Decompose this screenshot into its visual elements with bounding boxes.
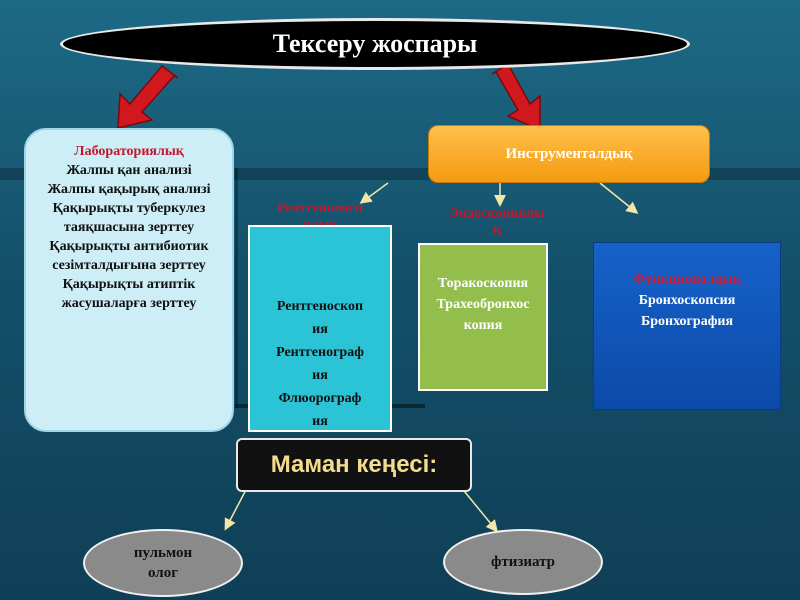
endoscopic-label: Эндоскопиялы қ xyxy=(422,206,572,238)
endoscopic-item: Трахеобронхос xyxy=(436,297,530,312)
roentgen-label-line1: Рентгенологи xyxy=(276,201,364,216)
phthisiatrician-label: фтизиатр xyxy=(490,554,556,570)
endoscopic-label-line1: Эндоскопиялы xyxy=(449,206,545,221)
instrumental-title: Инструменталдық xyxy=(505,145,633,162)
laboratory-item: Қақырықты туберкулез таяқшасына зерттеу xyxy=(52,201,206,235)
pulmonologist-oval: пульмон олог xyxy=(83,529,243,597)
consultation-title: Маман кеңесі: xyxy=(270,451,438,478)
laboratory-title: Лабораториялық xyxy=(74,144,184,159)
laboratory-item: Жалпы қақырық анализі xyxy=(47,182,211,197)
roentgen-item: Рентгенограф xyxy=(276,345,364,360)
roentgen-item: ия xyxy=(312,414,328,429)
roentgen-item: ия xyxy=(312,322,328,337)
background-stripe-vertical xyxy=(235,168,238,408)
functional-item: Бронхоскопсия xyxy=(638,293,736,308)
laboratory-item: Қақырықты антибиотик сезімталдығына зерт… xyxy=(49,239,209,273)
endoscopic-item: копия xyxy=(463,318,503,333)
consultation-box: Маман кеңесі: xyxy=(236,438,472,492)
roentgen-item: Флюорограф xyxy=(278,391,362,406)
plan-title: Тексеру жоспары xyxy=(272,29,478,58)
functional-item: Бронхография xyxy=(640,314,734,329)
endoscopic-item: Торакоскопия xyxy=(437,276,529,291)
laboratory-item: Қақырықты атиптік жасушаларға зерттеу xyxy=(61,277,197,311)
line-to-functional xyxy=(599,182,639,214)
laboratory-item: Жалпы қан анализі xyxy=(66,163,192,178)
roentgen-item: ия xyxy=(312,368,328,383)
line-to-roentgen xyxy=(359,182,389,204)
pulmonologist-line2: олог xyxy=(147,565,179,581)
endoscopic-label-line2: қ xyxy=(492,222,502,237)
endoscopic-box: Торакоскопия Трахеобронхос копия xyxy=(418,243,548,391)
functional-title: Функционалдық xyxy=(633,272,741,287)
functional-box: Функционалдық Бронхоскопсия Бронхография xyxy=(593,242,781,410)
pulmonologist-line1: пульмон xyxy=(133,545,193,561)
roentgen-item: Рентгеноскоп xyxy=(276,299,364,314)
plan-title-oval: Тексеру жоспары xyxy=(60,18,690,70)
line-to-pulmonologist xyxy=(224,485,249,531)
laboratory-box: Лабораториялық Жалпы қан анализі Жалпы қ… xyxy=(24,128,234,432)
right-red-arrow xyxy=(491,62,541,132)
line-to-phthisiatrician xyxy=(459,485,498,533)
left-red-arrow xyxy=(117,64,179,129)
instrumental-box: Инструменталдық xyxy=(428,125,710,183)
phthisiatrician-oval: фтизиатр xyxy=(443,529,603,595)
roentgen-box: Рентгеноскоп ия Рентгенограф ия Флюорогр… xyxy=(248,225,392,432)
